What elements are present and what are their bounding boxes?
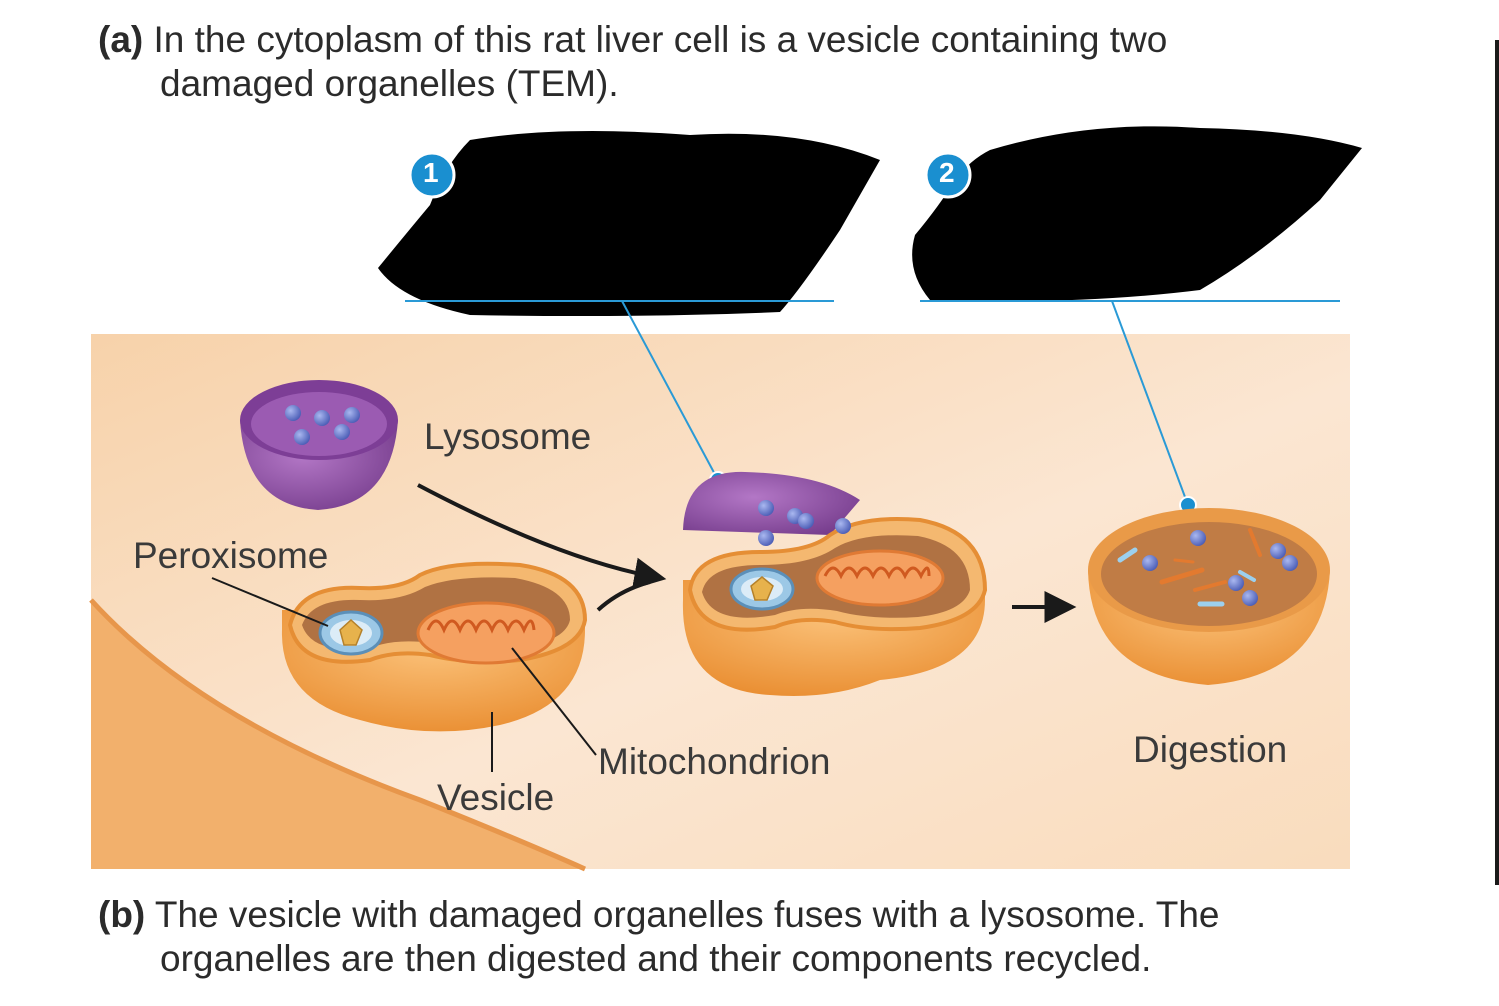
digestion-label: Digestion	[1133, 729, 1288, 770]
fusion-arrow	[417, 483, 667, 590]
step-1-leader	[621, 300, 719, 481]
step-2-badge	[924, 151, 972, 199]
redaction-block-1	[378, 131, 880, 316]
peroxisome-leader	[211, 577, 329, 627]
caption-a-tag: (a)	[98, 19, 144, 60]
mitochondrion	[416, 601, 556, 665]
mitochondrion-leader	[511, 647, 597, 756]
step-1-badge	[408, 151, 456, 199]
digestion-vesicle	[1088, 508, 1330, 685]
page-edge-divider	[1495, 40, 1499, 885]
caption-a-line2: damaged organelles (TEM).	[160, 63, 619, 104]
redaction-block-2	[912, 126, 1362, 302]
lysosome-label: Lysosome	[424, 416, 592, 457]
peroxisome-label: Peroxisome	[133, 535, 329, 576]
caption-a-line1: In the cytoplasm of this rat liver cell …	[153, 19, 1168, 60]
step-2-number: 2	[939, 157, 955, 188]
vesicle-label: Vesicle	[437, 777, 555, 818]
cell-membrane	[91, 600, 585, 869]
step-1-number: 1	[423, 157, 439, 188]
lysosome-free	[240, 380, 398, 510]
caption-b-line2: organelles are then digested and their c…	[160, 938, 1152, 979]
step-2-leader	[1111, 300, 1189, 506]
caption-a: (a) In the cytoplasm of this rat liver c…	[98, 18, 1167, 106]
caption-b: (b) The vesicle with damaged organelles …	[98, 893, 1220, 981]
caption-b-tag: (b)	[98, 894, 146, 935]
mitochondrion-label: Mitochondrion	[598, 741, 831, 782]
caption-b-line1: The vesicle with damaged organelles fuse…	[154, 894, 1220, 935]
vesicle-left	[281, 561, 588, 732]
vesicle-fusing	[682, 471, 988, 696]
